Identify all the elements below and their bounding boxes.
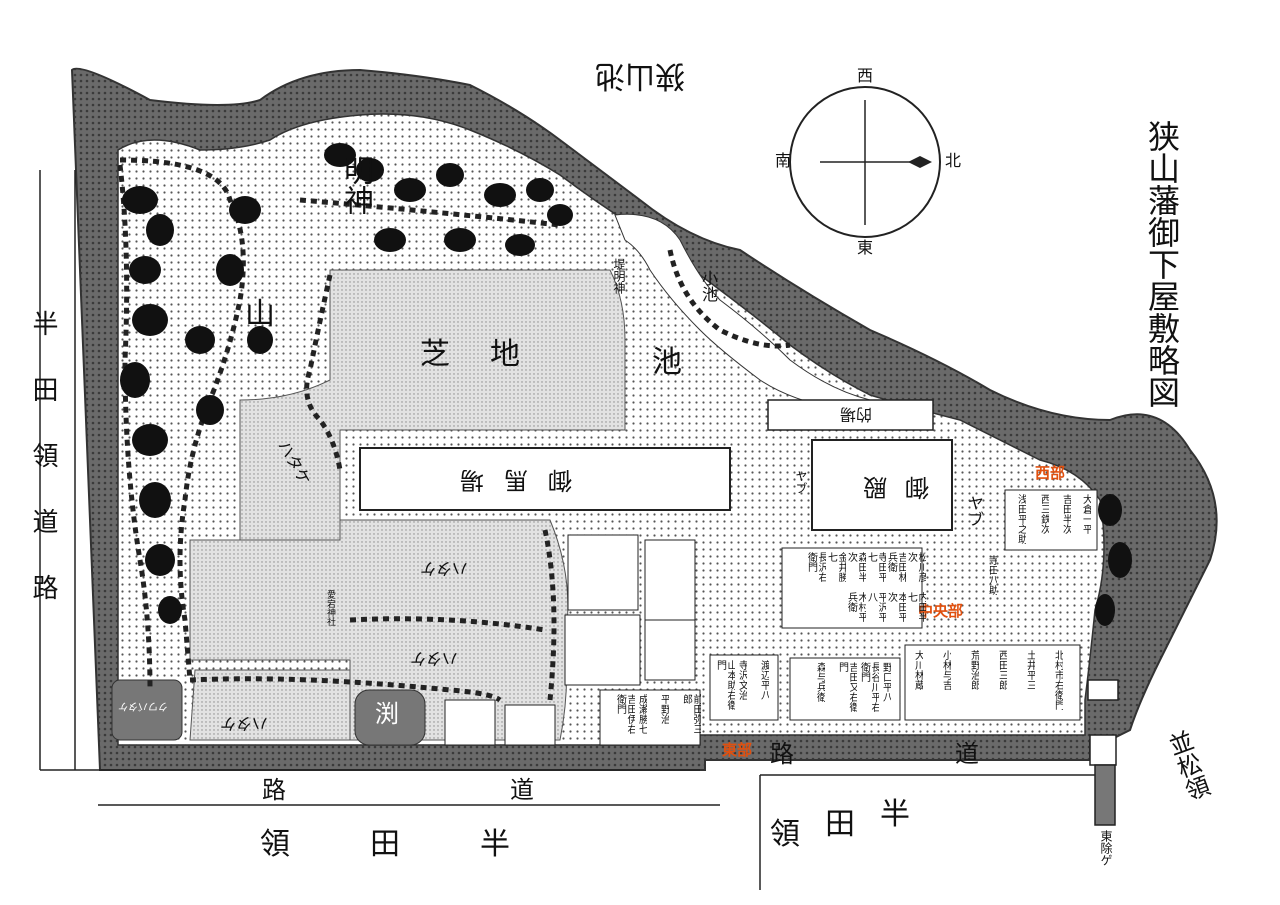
label-turf: 芝地 bbox=[420, 337, 560, 372]
label-pond: 池 bbox=[652, 345, 682, 380]
compass-south: 南 bbox=[775, 151, 792, 170]
resident-name: 寺田平七 bbox=[865, 552, 887, 582]
resident-name: 大倉一平 bbox=[1080, 494, 1091, 534]
resident-name: 内田半七 bbox=[905, 592, 927, 622]
resident-name: 成瀬勝七 bbox=[636, 694, 647, 734]
resident-name: 渡辺平八 bbox=[758, 660, 769, 700]
label-kuwabatake: クワバタケ bbox=[118, 700, 168, 711]
label-yabu: ヤブ bbox=[965, 495, 984, 527]
compass-west: 西 bbox=[857, 66, 874, 85]
resident-name: 小林与吉 bbox=[940, 650, 951, 690]
resident-name: 平沢平八 bbox=[865, 592, 887, 622]
label-shrine-small: 愛宕神社 bbox=[325, 590, 335, 626]
compass-rose bbox=[789, 86, 941, 238]
label-myojin: 明神 bbox=[338, 155, 373, 215]
resident-name: 吉田半次 bbox=[1060, 494, 1071, 534]
label-riding-ground: 御馬場 bbox=[440, 466, 572, 494]
compass-east: 東 bbox=[857, 238, 874, 257]
road-bottom-left-ryo: 領 bbox=[260, 827, 290, 862]
field-left bbox=[189, 669, 351, 741]
road-bottom-right-han: 半 bbox=[880, 797, 910, 832]
label-teimyojin: 堤明神 bbox=[612, 258, 626, 294]
label-yabu-2: ヤブ bbox=[794, 470, 808, 494]
road-bottom-right-dao: 道 bbox=[955, 740, 979, 768]
label-archery: 的場 bbox=[840, 405, 873, 424]
resident-name: 金井勝七 bbox=[825, 552, 847, 582]
resident-name: 浅田平之助 bbox=[1015, 494, 1026, 544]
label-small-pond: 小池 bbox=[699, 270, 718, 302]
resident-name: 大川林蔵 bbox=[912, 650, 923, 690]
resident-name: 平野治 bbox=[658, 694, 669, 724]
palace-building bbox=[811, 439, 953, 531]
label-sayama-pond: 狭山池 bbox=[595, 58, 685, 93]
road-bottom-right-ro: 路 bbox=[770, 740, 794, 768]
resident-name: 西三鉄次 bbox=[1038, 494, 1049, 534]
resident-name: 吉田林兵衛 bbox=[885, 552, 907, 582]
resident-name: 森与兵衛 bbox=[814, 662, 825, 702]
gate-rails bbox=[1087, 679, 1119, 826]
fuchi-block bbox=[354, 689, 426, 746]
riding-ground bbox=[359, 447, 731, 511]
label-east-gate: 東除ゲ bbox=[1099, 830, 1113, 866]
resident-name: 吉田伊右衛門 bbox=[614, 694, 636, 734]
resident-name: 本田平次 bbox=[885, 592, 907, 622]
resident-name: 松川彦次 bbox=[905, 552, 927, 582]
label-fuchi: 渕 bbox=[375, 700, 399, 728]
road-bottom-right-den: 田 bbox=[825, 807, 855, 842]
district-center: 中央部 bbox=[918, 602, 964, 620]
road-left: 半田領道路 bbox=[28, 310, 58, 640]
resident-name: 西田三郎 bbox=[996, 650, 1007, 690]
label-palace: 御殿 bbox=[845, 473, 929, 501]
resident-name: 前田弥三郎 bbox=[680, 694, 702, 734]
road-bottom-left-ro: 路 bbox=[262, 776, 286, 804]
map-title: 狭山藩御下屋敷略図 bbox=[1143, 120, 1181, 408]
kuwabatake-block bbox=[111, 679, 183, 741]
resident-name: 土井平三 bbox=[1024, 650, 1035, 690]
compass-north: 北 bbox=[945, 151, 962, 170]
resident-name: 野口平八 bbox=[880, 662, 891, 702]
resident-name: 荒野治郎 bbox=[968, 650, 979, 690]
resident-name: 寺沢文治 bbox=[736, 660, 747, 700]
label-mountain: 山 bbox=[245, 297, 275, 332]
residence-blocks bbox=[444, 489, 1098, 746]
resident-name: 山本助右衛門 bbox=[714, 660, 736, 710]
resident-name: 長沢右衛門 bbox=[805, 552, 827, 582]
road-bottom-right-ryo: 領 bbox=[770, 817, 800, 852]
road-bottom-left-dao: 道 bbox=[510, 776, 534, 804]
resident-name: 吉田又右衛門 bbox=[836, 662, 858, 712]
resident-name: 寺田八助 bbox=[986, 555, 997, 595]
resident-name: 木村平兵衛 bbox=[845, 592, 867, 622]
road-bottom-left-den: 田 bbox=[370, 827, 400, 862]
label-hatake-3: ハタケ bbox=[410, 649, 459, 668]
resident-name: 森田半次 bbox=[845, 552, 867, 582]
resident-name: 北村市右衛門 bbox=[1052, 650, 1063, 710]
paths bbox=[117, 157, 791, 703]
trees bbox=[120, 143, 1132, 626]
district-east: 東部 bbox=[722, 741, 753, 759]
road-bottom-left-han: 半 bbox=[480, 827, 510, 862]
roads bbox=[39, 170, 1095, 890]
archery-ground bbox=[767, 399, 934, 431]
district-west: 西部 bbox=[1035, 464, 1066, 482]
label-hatake-2: ハタケ bbox=[420, 559, 469, 578]
resident-name: 長谷川平右衛門 bbox=[858, 662, 880, 712]
label-hatake-4: ハタケ bbox=[220, 714, 269, 733]
